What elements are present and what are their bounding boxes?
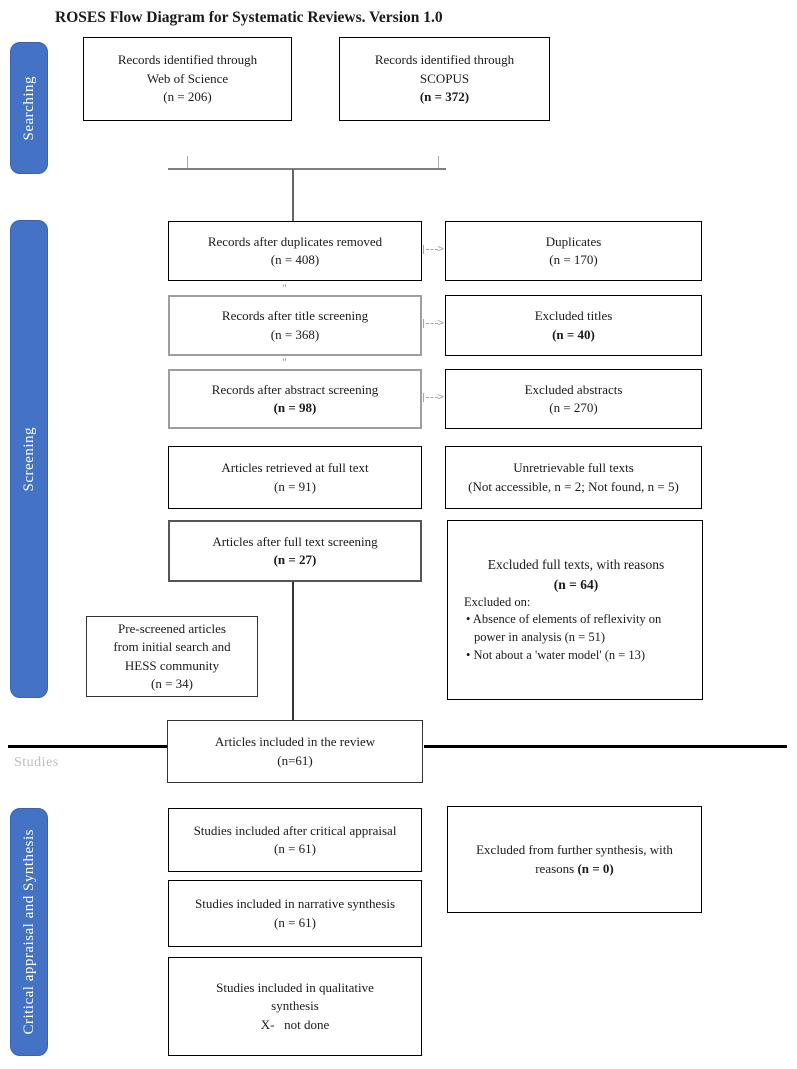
box-records-scopus: Records identified through SCOPUS (n = 3… [339, 37, 550, 121]
dashed-arrow-excluded-titles: > [423, 316, 444, 330]
connector-merge-line [168, 168, 446, 170]
connector-trunk-mid [292, 582, 294, 720]
box-count: (n = 61) [274, 841, 316, 856]
box-line: Records identified through [374, 52, 515, 68]
box-line: HESS community [124, 657, 220, 673]
box-line: Records after title screening [221, 308, 369, 324]
box-line: Records identified through [117, 52, 258, 68]
box-count: (n=61) [277, 752, 313, 768]
box-included-review: Articles included in the review (n=61) [167, 720, 423, 783]
box-narrative-synthesis: Studies included in narrative synthesis … [168, 880, 422, 947]
box-line: Excluded full texts, with reasons [487, 557, 665, 573]
box-line: X- not done [260, 1016, 330, 1032]
box-records-web-of-science: Records identified through Web of Scienc… [83, 37, 292, 121]
box-bullet: • Not about a 'water model' (n = 13) [466, 647, 646, 662]
box-qualitative-synthesis: Studies included in qualitative synthesi… [168, 957, 422, 1056]
connector-tick-right [438, 156, 439, 169]
box-line: Studies included in narrative synthesis [194, 896, 396, 912]
box-count: (n = 64) [553, 576, 599, 592]
box-line: Web of Science [146, 70, 229, 86]
box-duplicates: Duplicates (n = 170) [445, 221, 702, 281]
box-count: (n = 170) [549, 252, 598, 267]
box-line: Articles after full text screening [212, 533, 378, 549]
box-line: Studies included after critical appraisa… [193, 822, 397, 838]
box-line: synthesis [271, 998, 319, 1014]
box-excluded-synthesis: Excluded from further synthesis, with re… [447, 806, 702, 913]
box-critical-appraisal: Studies included after critical appraisa… [168, 808, 422, 872]
arrow-head-icon: > [437, 390, 444, 403]
box-count: (n = 91) [274, 478, 316, 494]
box-count: (n = 98) [273, 400, 317, 415]
box-line: Articles retrieved at full text [221, 460, 369, 476]
box-count: (n = 372) [419, 89, 470, 105]
box-line: reasons (n = 0) [535, 860, 614, 878]
box-line: (Not accessible, n = 2; Not found, n = 5… [468, 478, 679, 494]
box-line: Articles included in the review [214, 734, 376, 750]
box-count: (n = 34) [151, 675, 193, 691]
stage-label-screening: Screening [20, 426, 37, 492]
section-divider-left [8, 745, 168, 748]
box-count: (n = 206) [163, 89, 212, 105]
box-line: SCOPUS [419, 70, 470, 86]
box-count: (n = 408) [270, 252, 320, 267]
box-bullet: • Absence of elements of reflexivity on … [466, 612, 662, 645]
arrow-head-icon: > [437, 316, 444, 329]
box-count: (n = 40) [552, 326, 595, 342]
connector-gap-mark: " [282, 355, 287, 369]
box-abstract-screening: Records after abstract screening (n = 98… [168, 369, 422, 429]
stage-bar-screening: Screening [10, 220, 48, 698]
box-count: (n = 27) [273, 552, 317, 567]
box-excluded-titles: Excluded titles (n = 40) [445, 295, 702, 356]
box-count: (n = 61) [274, 914, 316, 930]
box-line: Duplicates [545, 233, 602, 249]
arrow-head-icon: > [437, 242, 444, 255]
box-count: (n = 270) [549, 400, 598, 415]
stage-label-searching: Searching [20, 75, 37, 141]
box-unretrievable: Unretrievable full texts (Not accessible… [445, 446, 702, 509]
box-title-screening: Records after title screening (n = 368) [168, 295, 422, 356]
box-line: Excluded abstracts [524, 381, 623, 397]
box-line: Excluded titles [534, 308, 613, 324]
page-title: ROSES Flow Diagram for Systematic Review… [55, 9, 443, 26]
box-line: Pre-screened articles [118, 620, 226, 636]
box-line: Records after duplicates removed [207, 233, 383, 249]
box-line: Excluded on: [464, 594, 531, 609]
stage-label-critical-appraisal: Critical appraisal and Synthesis [20, 829, 37, 1035]
box-line: Records after abstract screening [211, 381, 379, 397]
box-prescreened: Pre-screened articles from initial searc… [86, 616, 258, 697]
box-full-text-screening: Articles after full text screening (n = … [168, 520, 422, 582]
box-line: from initial search and [113, 639, 231, 655]
stage-bar-searching: Searching [10, 42, 48, 174]
box-excluded-abstracts: Excluded abstracts (n = 270) [445, 369, 702, 429]
connector-tick-left [187, 156, 188, 169]
dashed-arrow-excluded-abstracts: > [423, 390, 444, 404]
box-excluded-full-texts: Excluded full texts, with reasons (n = 6… [447, 520, 703, 700]
box-line: Studies included in qualitative [216, 979, 374, 995]
connector-gap-mark: " [282, 281, 287, 295]
box-line: Unretrievable full texts [513, 460, 634, 476]
stage-bar-critical-appraisal: Critical appraisal and Synthesis [10, 808, 48, 1056]
box-count: (n = 0) [577, 860, 614, 876]
box-duplicates-removed: Records after duplicates removed (n = 40… [168, 221, 422, 281]
dashed-arrow-duplicates: > [423, 242, 444, 256]
box-full-text-retrieved: Articles retrieved at full text (n = 91) [168, 446, 422, 509]
section-label-studies: Studies [14, 755, 59, 770]
box-line-prefix: reasons [535, 860, 578, 876]
connector-trunk-top [292, 169, 294, 221]
section-divider-right [424, 745, 787, 748]
box-line: Excluded from further synthesis, with [476, 842, 673, 858]
box-count: (n = 368) [270, 326, 320, 342]
